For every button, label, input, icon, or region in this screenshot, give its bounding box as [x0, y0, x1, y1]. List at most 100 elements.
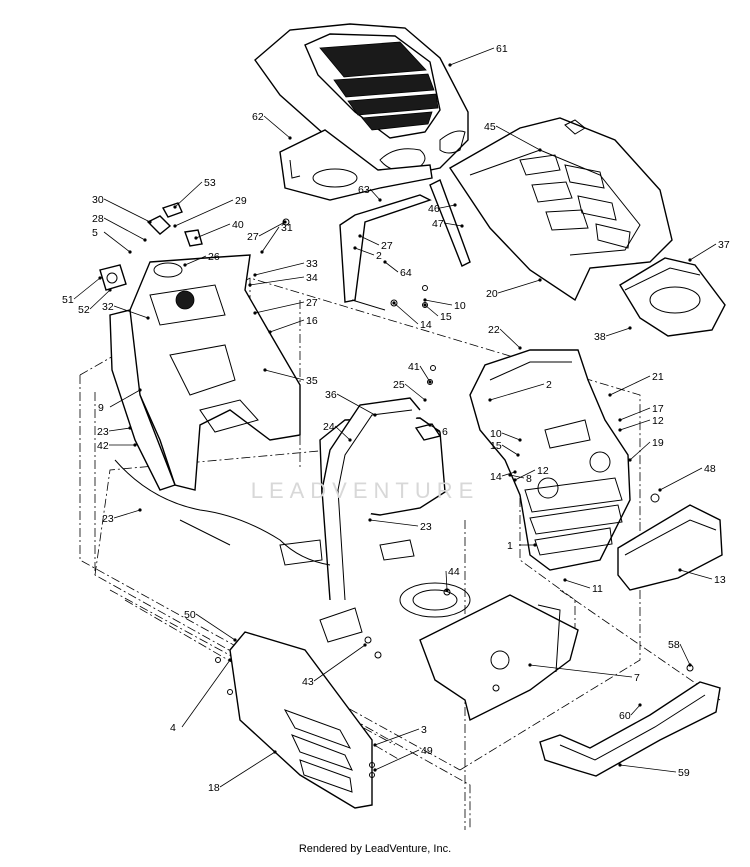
callout-32[interactable]: 32 — [102, 301, 114, 313]
callout-34[interactable]: 34 — [306, 272, 318, 284]
callout-41[interactable]: 41 — [408, 361, 420, 373]
callout-10[interactable]: 10 — [454, 300, 466, 312]
hood-part-61[interactable] — [254, 23, 469, 179]
callout-40[interactable]: 40 — [232, 219, 244, 231]
callout-25[interactable]: 25 — [393, 379, 405, 391]
grille-panel-part-18[interactable] — [229, 631, 373, 809]
callout-12[interactable]: 12 — [537, 465, 549, 477]
callout-49[interactable]: 49 — [421, 745, 433, 757]
callout-2[interactable]: 2 — [546, 379, 552, 391]
callout-38[interactable]: 38 — [594, 331, 606, 343]
wiring-harness — [114, 459, 415, 643]
leader-line-8 — [509, 474, 525, 479]
callout-14[interactable]: 14 — [420, 319, 432, 331]
callout-35[interactable]: 35 — [306, 375, 318, 387]
callout-47[interactable]: 47 — [432, 218, 444, 230]
side-panel-part-9[interactable] — [109, 309, 176, 491]
callout-11[interactable]: 11 — [592, 583, 603, 595]
switch-parts[interactable] — [99, 202, 203, 291]
callout-3[interactable]: 3 — [421, 724, 427, 736]
callout-22[interactable]: 22 — [488, 324, 500, 336]
callout-50[interactable]: 50 — [184, 609, 196, 621]
leader-line-32 — [113, 305, 149, 319]
callout-9[interactable]: 9 — [98, 402, 104, 414]
callout-33[interactable]: 33 — [306, 258, 318, 270]
callout-63[interactable]: 63 — [358, 184, 370, 196]
callout-58[interactable]: 58 — [668, 639, 680, 651]
callout-6[interactable]: 6 — [442, 426, 448, 438]
leader-line-3 — [374, 728, 420, 746]
callout-45[interactable]: 45 — [484, 121, 496, 133]
leader-arrow-15 — [423, 303, 427, 307]
leader-arrow-19 — [628, 458, 632, 462]
callout-15[interactable]: 15 — [440, 311, 452, 323]
nose-cap-part-13[interactable] — [617, 504, 723, 591]
callout-2[interactable]: 2 — [376, 250, 382, 262]
callout-15[interactable]: 15 — [490, 440, 502, 452]
callout-48[interactable]: 48 — [704, 463, 716, 475]
callout-27[interactable]: 27 — [381, 240, 393, 252]
callout-60[interactable]: 60 — [619, 710, 631, 722]
callout-37[interactable]: 37 — [718, 239, 730, 251]
callout-7[interactable]: 7 — [634, 672, 640, 684]
callout-21[interactable]: 21 — [652, 371, 664, 383]
callout-28[interactable]: 28 — [92, 213, 104, 225]
hood-panel-part-20[interactable] — [449, 117, 673, 302]
leader-line-62 — [263, 115, 291, 139]
callout-17[interactable]: 17 — [652, 403, 664, 415]
leader-arrow-51 — [98, 276, 102, 280]
callout-23[interactable]: 23 — [97, 426, 109, 438]
front-frame-part-7[interactable] — [399, 582, 579, 722]
leader-line-24 — [334, 425, 351, 441]
callout-1[interactable]: 1 — [507, 540, 513, 552]
callout-43[interactable]: 43 — [302, 676, 314, 688]
tray-part-38[interactable] — [619, 257, 726, 337]
callout-16[interactable]: 16 — [306, 315, 318, 327]
callout-14[interactable]: 14 — [490, 471, 502, 483]
callout-26[interactable]: 26 — [208, 251, 220, 263]
callout-24[interactable]: 24 — [323, 421, 335, 433]
fuel-tank-part-24[interactable] — [319, 397, 446, 601]
leader-line-51 — [73, 277, 101, 300]
callout-23[interactable]: 23 — [102, 513, 114, 525]
callout-23[interactable]: 23 — [420, 521, 432, 533]
callout-27[interactable]: 27 — [306, 297, 318, 309]
callout-36[interactable]: 36 — [325, 389, 337, 401]
callout-27[interactable]: 27 — [247, 231, 259, 243]
callout-53[interactable]: 53 — [204, 177, 216, 189]
grille-housing-part-19[interactable] — [469, 349, 631, 571]
callout-29[interactable]: 29 — [235, 195, 247, 207]
callout-46[interactable]: 46 — [428, 203, 440, 215]
callout-5[interactable]: 5 — [92, 227, 98, 239]
callout-12[interactable]: 12 — [652, 415, 664, 427]
callout-42[interactable]: 42 — [97, 440, 109, 452]
callout-64[interactable]: 64 — [400, 267, 412, 279]
callout-59[interactable]: 59 — [678, 767, 690, 779]
bumper-part-59[interactable] — [539, 681, 721, 777]
callout-18[interactable]: 18 — [208, 782, 220, 794]
callout-19[interactable]: 19 — [652, 437, 664, 449]
callout-44[interactable]: 44 — [448, 566, 460, 578]
callout-62[interactable]: 62 — [252, 111, 264, 123]
leader-arrow-20 — [538, 278, 542, 282]
leader-line-37 — [689, 243, 717, 261]
leader-arrow-22 — [518, 346, 522, 350]
leader-arrow-23 — [128, 426, 132, 430]
callout-8[interactable]: 8 — [526, 473, 532, 485]
leader-line-61 — [449, 47, 495, 66]
leader-arrow-32 — [146, 316, 150, 320]
callout-4[interactable]: 4 — [170, 722, 176, 734]
callout-52[interactable]: 52 — [78, 304, 90, 316]
callout-20[interactable]: 20 — [486, 288, 498, 300]
support-arms-part-64[interactable] — [339, 179, 471, 311]
hood-bracket-part-62[interactable] — [279, 129, 433, 201]
callout-13[interactable]: 13 — [714, 574, 726, 586]
callout-10[interactable]: 10 — [490, 428, 502, 440]
callout-51[interactable]: 51 — [62, 294, 74, 306]
leader-arrow-5 — [128, 250, 132, 254]
callout-30[interactable]: 30 — [92, 194, 104, 206]
callout-31[interactable]: 31 — [281, 222, 293, 234]
callout-61[interactable]: 61 — [496, 43, 508, 55]
leader-line-46 — [439, 204, 456, 209]
